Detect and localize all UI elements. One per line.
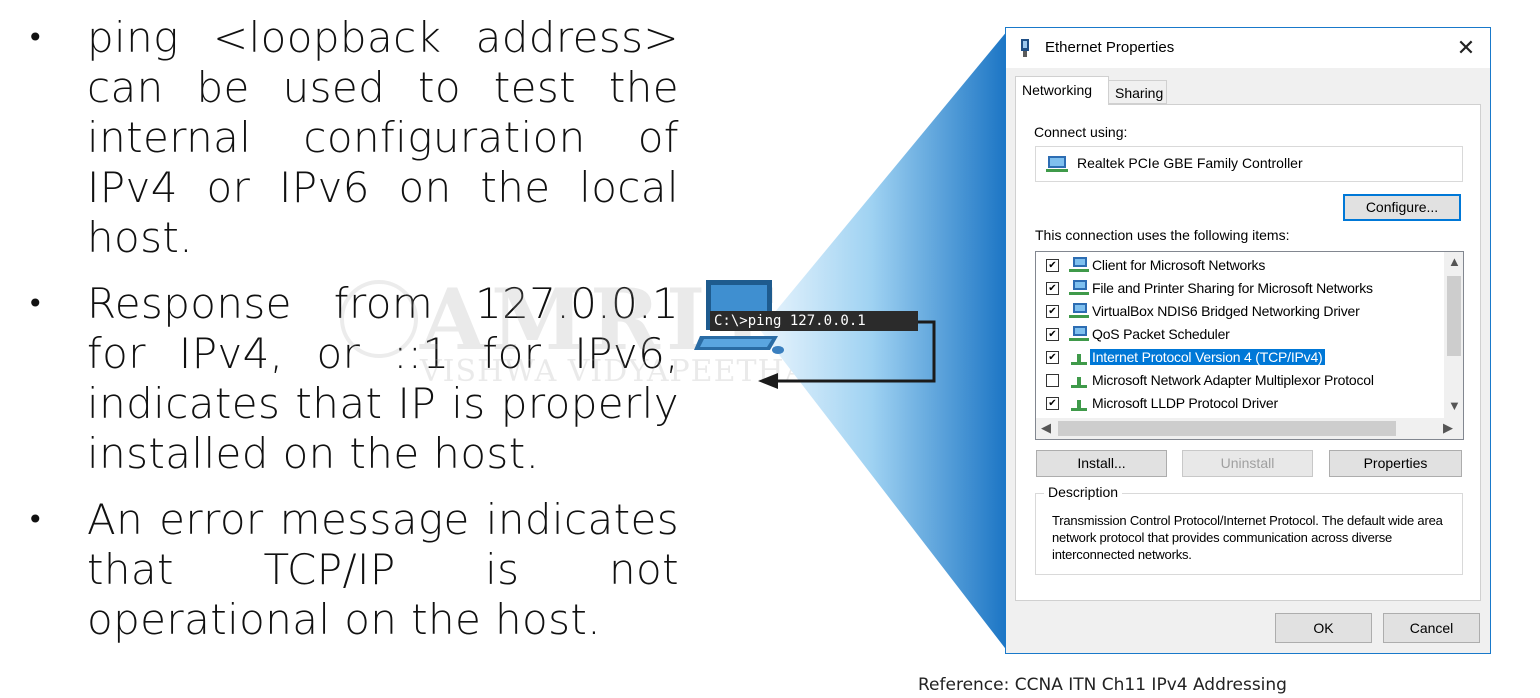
network-service-icon (1069, 303, 1089, 318)
network-adapter-icon (1046, 156, 1068, 172)
list-item[interactable]: ✔ Client for Microsoft Networks (1036, 255, 1440, 277)
tab-sharing[interactable]: Sharing (1109, 80, 1167, 104)
bullet-dot: • (27, 503, 44, 536)
scroll-thumb[interactable] (1447, 276, 1461, 356)
list-item-selected[interactable]: ✔ Internet Protocol Version 4 (TCP/IPv4) (1036, 347, 1440, 369)
reference-text: Reference: CCNA ITN Ch11 IPv4 Addressing (918, 675, 1287, 695)
protocol-icon (1071, 400, 1087, 411)
checkbox[interactable] (1046, 374, 1059, 387)
configure-button[interactable]: Configure... (1343, 194, 1461, 221)
connect-using-label: Connect using: (1034, 124, 1128, 140)
bullet-dot: • (27, 21, 44, 54)
list-item[interactable]: ✔ VirtualBox NDIS6 Bridged Networking Dr… (1036, 301, 1440, 323)
network-adapter-icon (1021, 39, 1029, 57)
scroll-left-icon[interactable]: ◀ (1041, 420, 1051, 435)
checkbox[interactable]: ✔ (1046, 397, 1059, 410)
scroll-thumb[interactable] (1058, 421, 1396, 436)
list-item-label: VirtualBox NDIS6 Bridged Networking Driv… (1092, 303, 1360, 319)
title-bar[interactable]: Ethernet Properties ✕ (1006, 28, 1490, 68)
list-item-label: Client for Microsoft Networks (1092, 257, 1266, 273)
cancel-button[interactable]: Cancel (1383, 613, 1480, 643)
checkbox[interactable]: ✔ (1046, 351, 1059, 364)
horizontal-scrollbar[interactable]: ◀ ▶ (1036, 418, 1463, 439)
description-group: Description Transmission Control Protoco… (1035, 484, 1463, 575)
checkbox[interactable]: ✔ (1046, 282, 1059, 295)
description-legend: Description (1044, 484, 1123, 500)
network-service-icon (1069, 326, 1089, 341)
scroll-down-icon[interactable]: ▼ (1448, 398, 1461, 413)
checkbox[interactable]: ✔ (1046, 328, 1059, 341)
bullet-text: Response from 127.0.0.1 for IPv4, or ::1… (87, 279, 679, 478)
networking-panel: Connect using: Realtek PCIe GBE Family C… (1015, 104, 1481, 601)
scroll-right-icon[interactable]: ▶ (1443, 420, 1453, 435)
list-item-label: File and Printer Sharing for Microsoft N… (1092, 280, 1373, 296)
items-label: This connection uses the following items… (1035, 227, 1290, 243)
adapter-field: Realtek PCIe GBE Family Controller (1035, 146, 1463, 182)
list-item[interactable]: ✔ File and Printer Sharing for Microsoft… (1036, 278, 1440, 300)
list-item[interactable]: Microsoft Network Adapter Multiplexor Pr… (1036, 370, 1440, 392)
list-item[interactable]: ✔ Microsoft LLDP Protocol Driver (1036, 393, 1440, 415)
vertical-scrollbar[interactable]: ▲ ▼ (1444, 252, 1463, 418)
protocol-icon (1071, 354, 1087, 365)
list-item-label: Internet Protocol Version 4 (TCP/IPv4) (1090, 349, 1325, 365)
ethernet-properties-dialog: Ethernet Properties ✕ Networking Sharing… (1005, 27, 1491, 654)
adapter-name: Realtek PCIe GBE Family Controller (1077, 155, 1303, 171)
ok-button[interactable]: OK (1275, 613, 1372, 643)
components-list[interactable]: ✔ Client for Microsoft Networks ✔ File a… (1035, 251, 1464, 440)
dialog-title: Ethernet Properties (1045, 39, 1175, 56)
list-item-label: Microsoft Network Adapter Multiplexor Pr… (1092, 372, 1374, 388)
tab-networking[interactable]: Networking (1015, 76, 1109, 105)
list-item-label: Microsoft LLDP Protocol Driver (1092, 395, 1278, 411)
list-item-label: QoS Packet Scheduler (1092, 326, 1230, 342)
close-button[interactable]: ✕ (1456, 35, 1476, 60)
network-service-icon (1069, 280, 1089, 295)
protocol-icon (1071, 377, 1087, 388)
network-client-icon (1069, 257, 1089, 272)
bullet-text: ping <loopback address> can be used to t… (87, 13, 679, 262)
uninstall-button[interactable]: Uninstall (1182, 450, 1313, 477)
scroll-up-icon[interactable]: ▲ (1448, 254, 1461, 269)
command-prompt-text: C:\>ping 127.0.0.1 (710, 311, 918, 331)
bullet-dot: • (27, 287, 44, 320)
description-text: Transmission Control Protocol/Internet P… (1052, 513, 1443, 562)
install-button[interactable]: Install... (1036, 450, 1167, 477)
checkbox[interactable]: ✔ (1046, 305, 1059, 318)
properties-button[interactable]: Properties (1329, 450, 1462, 477)
list-item[interactable]: ✔ QoS Packet Scheduler (1036, 324, 1440, 346)
checkbox[interactable]: ✔ (1046, 259, 1059, 272)
bullet-text: An error message indicates that TCP/IP i… (87, 495, 679, 644)
